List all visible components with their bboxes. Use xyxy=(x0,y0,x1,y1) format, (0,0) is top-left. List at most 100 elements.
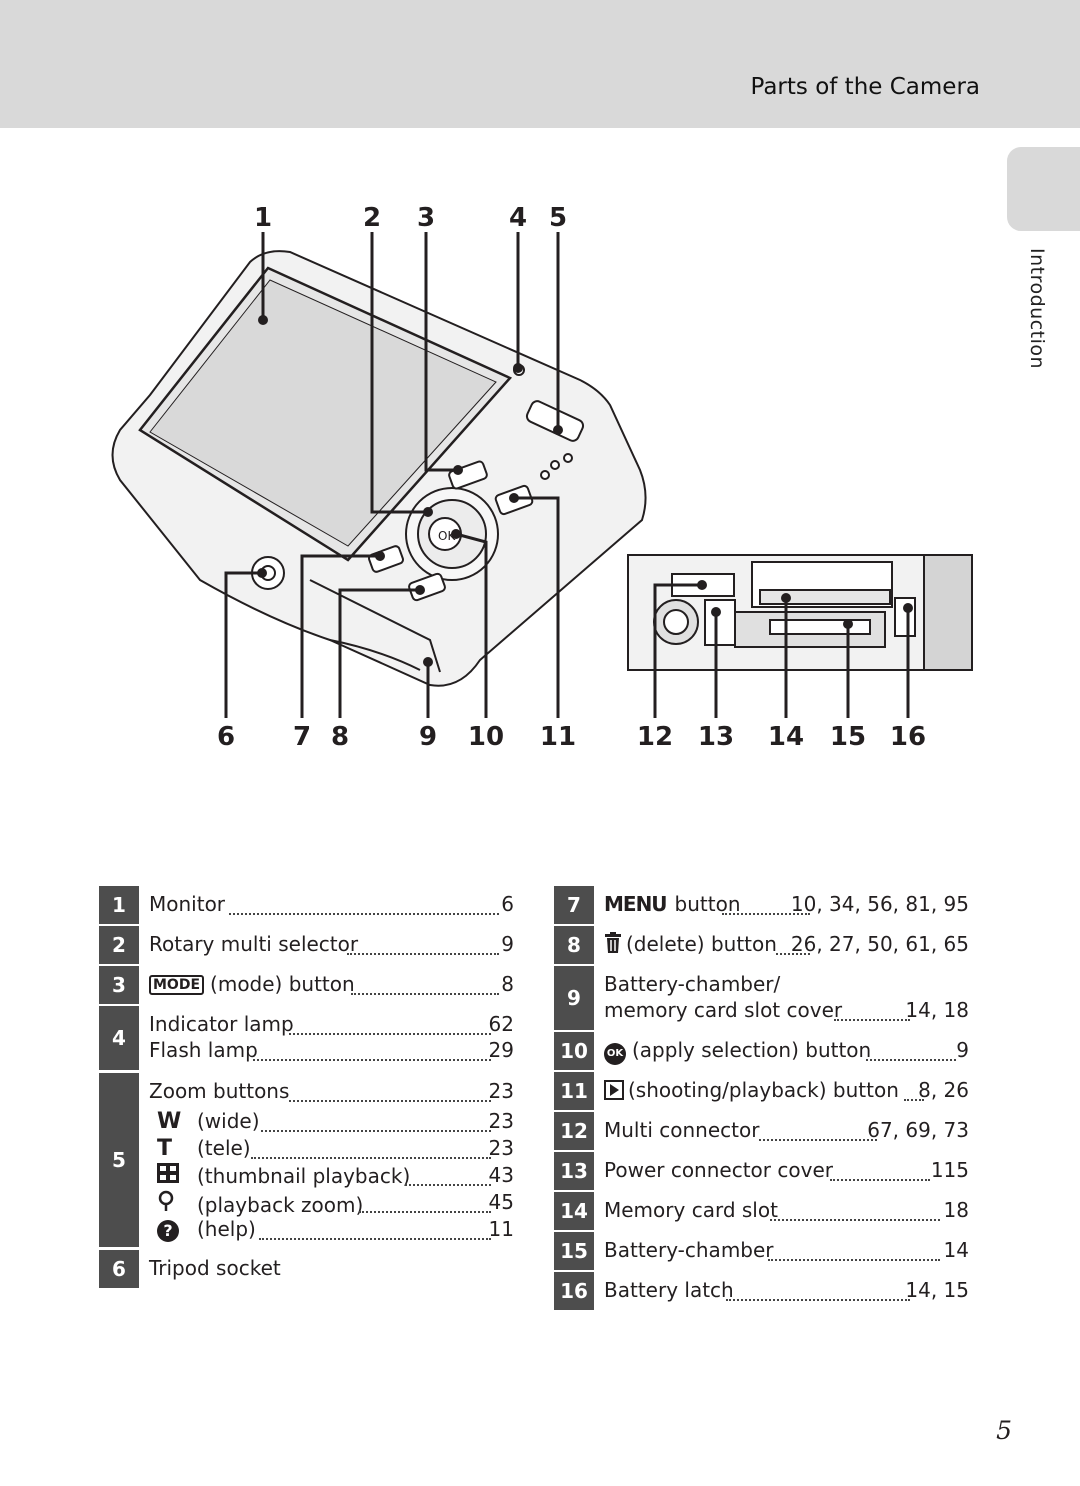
callout-dots xyxy=(257,315,913,667)
item-label: Battery-chamber xyxy=(604,1238,774,1262)
table-row: 4 Indicator lamp 62 Flash lamp 29 xyxy=(99,1006,519,1070)
header-band xyxy=(0,0,1080,128)
playback-zoom-icon xyxy=(157,1190,187,1217)
playback-icon xyxy=(604,1080,628,1105)
page-refs: 43 xyxy=(488,1163,514,1187)
item-label-line2: memory card slot cover xyxy=(604,998,843,1022)
page-refs: 8 xyxy=(501,972,514,996)
item-label: ?(help) xyxy=(157,1217,256,1242)
parts-table-left: 1 Monitor 6 2 Rotary multi selector 9 3 … xyxy=(99,886,519,1291)
battery-chamber-illustration xyxy=(627,554,973,671)
leader-dots xyxy=(830,1179,930,1181)
page-refs: 14 xyxy=(943,1238,969,1262)
callout-6: 6 xyxy=(217,722,235,752)
item-label: Indicator lamp xyxy=(149,1012,294,1036)
page-refs: 26, 27, 50, 61, 65 xyxy=(790,932,969,956)
page-refs: 45 xyxy=(488,1190,514,1214)
item-label-text: button xyxy=(674,892,741,916)
callout-3: 3 xyxy=(417,203,435,233)
leader-dots xyxy=(759,1139,877,1141)
leader-dots xyxy=(289,1033,491,1035)
page-refs: 8, 26 xyxy=(918,1078,969,1102)
item-number: 1 xyxy=(99,886,139,924)
item-label: Power connector cover xyxy=(604,1158,833,1182)
leader-dots xyxy=(834,1019,910,1021)
menu-icon: MENU xyxy=(604,892,668,916)
item-label-text: (wide) xyxy=(197,1109,260,1133)
page-refs: 67, 69, 73 xyxy=(867,1118,969,1142)
section-tab-label: Introduction xyxy=(1026,248,1048,370)
table-row: 6 Tripod socket xyxy=(99,1250,519,1288)
table-row: 10 OK(apply selection) button 9 xyxy=(554,1032,974,1070)
item-label-text: (playback zoom) xyxy=(197,1193,364,1217)
item-number: 4 xyxy=(99,1006,139,1070)
table-row: 14 Memory card slot 18 xyxy=(554,1192,974,1230)
item-number: 7 xyxy=(554,886,594,924)
callout-1: 1 xyxy=(254,203,272,233)
page-refs: 29 xyxy=(488,1038,514,1062)
page-refs: 9 xyxy=(501,932,514,956)
callout-4: 4 xyxy=(509,203,527,233)
item-label: Tripod socket xyxy=(149,1256,281,1280)
item-label-text: (tele) xyxy=(197,1136,251,1160)
page-refs: 10, 34, 56, 81, 95 xyxy=(790,892,969,916)
leader-dots xyxy=(726,1299,910,1301)
page-refs: 18 xyxy=(943,1198,969,1222)
item-label: (thumbnail playback) xyxy=(157,1163,410,1188)
camera-diagram: OK xyxy=(111,203,973,752)
item-number: 15 xyxy=(554,1232,594,1270)
callout-12: 12 xyxy=(637,722,673,752)
item-label: Rotary multi selector xyxy=(149,932,359,956)
delete-icon xyxy=(604,932,626,959)
item-number: 3 xyxy=(99,966,139,1004)
leader-dots xyxy=(722,913,810,915)
item-label-text: (apply selection) button xyxy=(632,1038,872,1062)
leader-dots xyxy=(405,1184,491,1186)
leader-dots xyxy=(904,1099,924,1101)
callout-8: 8 xyxy=(331,722,349,752)
item-number: 16 xyxy=(554,1272,594,1310)
table-row: 9 Battery-chamber/ memory card slot cove… xyxy=(554,966,974,1030)
table-row: 3 MODE(mode) button 8 xyxy=(99,966,519,1004)
item-number: 5 xyxy=(99,1073,139,1247)
item-number: 8 xyxy=(554,926,594,964)
page-refs: 11 xyxy=(488,1217,514,1241)
table-row: 15 Battery-chamber 14 xyxy=(554,1232,974,1270)
callout-15: 15 xyxy=(830,722,866,752)
callout-16: 16 xyxy=(890,722,926,752)
leader-dots xyxy=(351,993,499,995)
item-label: Memory card slot xyxy=(604,1198,778,1222)
callout-13: 13 xyxy=(698,722,734,752)
item-label-text: (delete) button xyxy=(626,932,777,956)
item-label: Battery latch xyxy=(604,1278,734,1302)
item-label: MODE(mode) button xyxy=(149,972,355,996)
item-label-text: (mode) button xyxy=(210,972,355,996)
leader-lines xyxy=(224,232,910,718)
page-refs: 23 xyxy=(488,1136,514,1160)
page-refs: 6 xyxy=(501,892,514,916)
item-number: 11 xyxy=(554,1072,594,1110)
item-label: Battery-chamber/ xyxy=(604,972,781,996)
item-number: 13 xyxy=(554,1152,594,1190)
item-label: W (wide) xyxy=(157,1109,260,1134)
item-number: 9 xyxy=(554,966,594,1030)
item-label: Zoom buttons xyxy=(149,1079,290,1103)
item-label: Monitor xyxy=(149,892,226,916)
item-label-text: (shooting/playback) button xyxy=(628,1078,899,1102)
table-row: 5 Zoom buttons 23 W(wide) 23 T(tele) 23 … xyxy=(99,1073,519,1247)
item-label: T(tele) xyxy=(157,1136,251,1161)
thumbnail-icon xyxy=(157,1163,187,1188)
page-title: Parts of the Camera xyxy=(750,74,981,100)
page-refs: 14, 15 xyxy=(905,1278,969,1302)
wide-icon: W xyxy=(157,1109,182,1134)
table-row: 13 Power connector cover 115 xyxy=(554,1152,974,1190)
help-icon: ? xyxy=(157,1217,187,1242)
table-row: 16 Battery latch 14, 15 xyxy=(554,1272,974,1310)
callout-10: 10 xyxy=(468,722,504,752)
leader-dots xyxy=(251,1157,491,1159)
item-number: 10 xyxy=(554,1032,594,1070)
leader-dots xyxy=(261,1130,491,1132)
mode-icon: MODE xyxy=(149,975,205,995)
